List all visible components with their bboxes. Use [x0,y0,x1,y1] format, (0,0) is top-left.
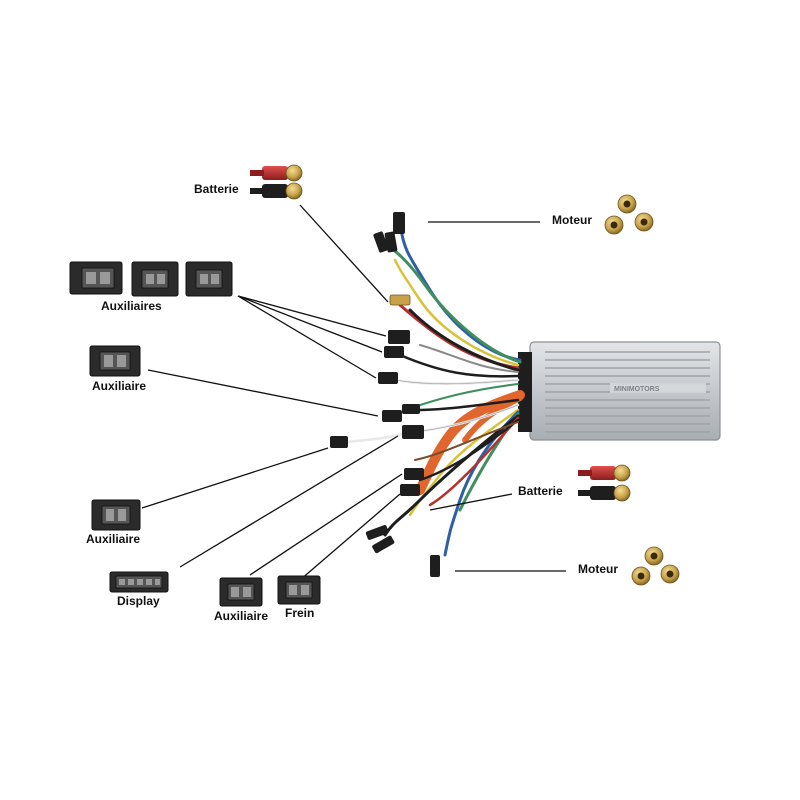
label-aux-upper: Auxiliaire [92,379,146,393]
label-battery-top: Batterie [194,182,239,196]
harness-plugs [330,212,440,577]
leader-aux-lower [141,447,329,509]
aux-connector [185,261,233,297]
brake-connector [277,575,321,605]
battery-connector-top [250,164,303,200]
aux-plug-end [384,346,404,358]
label-aux-triple: Auxiliaires [101,299,162,313]
motor-phase-plug [384,231,398,253]
leader-display [179,435,399,568]
label-aux-bottom: Auxiliaire [214,609,268,623]
leader-battery-right [429,493,513,511]
controller-cable-gland [518,352,532,432]
bullet-plug [389,294,411,306]
aux-connector [69,261,123,295]
label-aux-lower: Auxiliaire [86,532,140,546]
aux-connector-upper [89,345,141,377]
leader-aux-upper [147,369,379,417]
aux-plug-end [402,404,420,414]
aux-plug-end [388,330,410,344]
leader-aux-bottom [249,473,403,576]
display-plug-end [402,425,424,439]
motor-phase-plug [430,555,440,577]
leader-brake [299,493,401,581]
controller-brand-text: MINIMOTORS [614,386,660,393]
controller-unit: MINIMOTORS [518,341,721,441]
label-display: Display [117,594,160,608]
controller-brand-plate [610,383,706,393]
label-battery-right: Batterie [518,484,563,498]
leader-battery-top [299,204,389,303]
motor-phase-plug [393,212,405,234]
motor-phase-plug [365,525,389,540]
wire-harness [343,223,525,557]
brake-plug-end [400,484,420,496]
aux-plug-end [404,468,424,480]
controller-heatsink-ridges [545,351,710,433]
aux-connector-lower [91,499,141,531]
motor-phase-plug [372,535,395,554]
label-brake: Frein [285,606,314,620]
leader-aux-triple-2 [237,295,383,353]
battery-connector-right [578,464,631,502]
leader-aux-triple-1 [237,295,387,337]
display-connector [109,571,169,593]
label-motor-right: Moteur [578,562,618,576]
leader-lines [141,204,566,581]
motor-connector-right [631,546,680,586]
motor-connector-top [604,194,654,235]
aux-plug-end [378,372,398,384]
leader-aux-triple-3 [237,295,377,379]
aux-connector-bottom [219,577,263,607]
aux-plug-end [330,436,348,448]
aux-connector-group [69,261,233,297]
aux-connector [131,261,179,297]
aux-plug-end [382,410,402,422]
label-motor-top: Moteur [552,213,592,227]
motor-phase-plug [373,231,389,253]
